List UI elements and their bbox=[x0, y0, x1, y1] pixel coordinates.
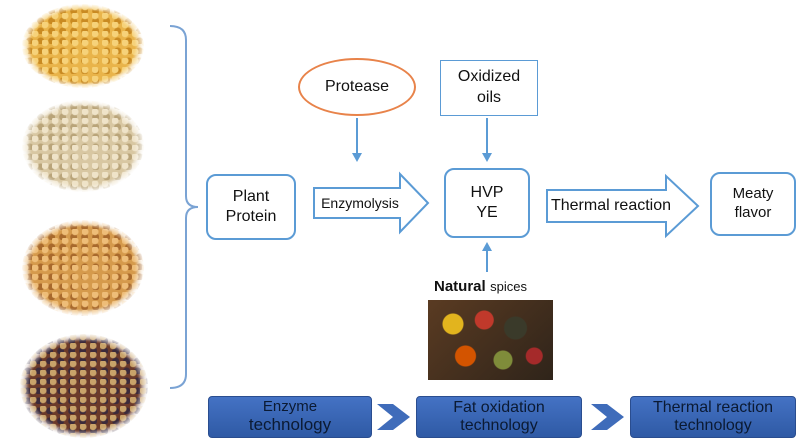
enzymolysis-arrow bbox=[313, 171, 430, 235]
fat-oxidation-technology-line2: technology bbox=[460, 417, 538, 434]
ye-label: YE bbox=[476, 204, 498, 221]
chevron-arrow-1 bbox=[377, 404, 410, 430]
plant-protein-line2: Protein bbox=[225, 208, 277, 225]
meaty-flavor-node: Meaty flavor bbox=[710, 172, 796, 236]
enzymolysis-label-box: Enzymolysis bbox=[314, 188, 406, 218]
natural-spices-part1: Natural bbox=[434, 278, 486, 295]
fat-oxidation-technology-box: Fat oxidation technology bbox=[416, 396, 582, 438]
oxidized-oils-line1: Oxidized bbox=[457, 68, 521, 86]
left-bracket bbox=[169, 25, 199, 389]
thermal-reaction-label: Thermal reaction bbox=[550, 197, 672, 214]
enzyme-technology-box: Enzyme technology bbox=[208, 396, 372, 438]
protease-down-arrow bbox=[352, 118, 362, 162]
mixed-beans-image bbox=[20, 334, 148, 438]
enzyme-technology-line2: technology bbox=[248, 414, 332, 434]
thermal-reaction-arrow bbox=[546, 173, 700, 239]
oils-down-arrow bbox=[482, 118, 492, 162]
chickpeas-image bbox=[22, 100, 144, 192]
wheat-grains-image bbox=[22, 220, 144, 316]
natural-spices-label: Natural spices bbox=[434, 278, 554, 296]
thermal-reaction-label-box: Thermal reaction bbox=[547, 190, 675, 222]
thermal-reaction-technology-line1: Thermal reaction bbox=[652, 399, 774, 417]
hvp-ye-node: HVP YE bbox=[444, 168, 530, 238]
plant-protein-line1: Plant bbox=[232, 188, 270, 205]
chevron-arrow-2 bbox=[591, 404, 624, 430]
meaty-flavor-line1: Meaty bbox=[732, 185, 774, 203]
enzymolysis-label: Enzymolysis bbox=[321, 195, 399, 211]
spices-image bbox=[428, 300, 553, 380]
meaty-flavor-line2: flavor bbox=[734, 204, 772, 221]
plant-protein-node: Plant Protein bbox=[206, 174, 296, 240]
spices-up-arrow bbox=[482, 242, 492, 272]
enzyme-technology-line1: Enzyme bbox=[262, 398, 318, 416]
oxidized-oils-line2: oils bbox=[476, 89, 501, 106]
oxidized-oils-node: Oxidized oils bbox=[440, 60, 538, 116]
soybeans-image bbox=[22, 4, 144, 88]
thermal-reaction-technology-line2: technology bbox=[674, 417, 752, 434]
thermal-reaction-technology-box: Thermal reaction technology bbox=[630, 396, 796, 438]
fat-oxidation-technology-line1: Fat oxidation bbox=[453, 399, 545, 417]
hvp-label: HVP bbox=[470, 184, 504, 201]
protease-label: Protease bbox=[324, 78, 390, 95]
natural-spices-part2: spices bbox=[490, 279, 527, 294]
protease-node: Protease bbox=[298, 58, 416, 116]
